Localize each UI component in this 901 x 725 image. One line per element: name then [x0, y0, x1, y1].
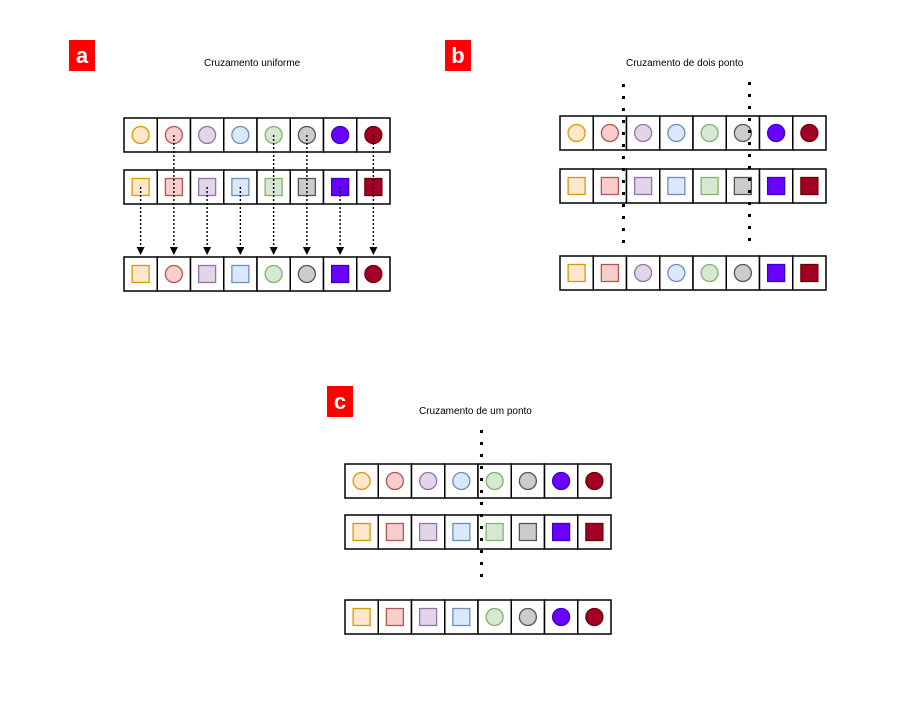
panel-c-parent1-cell-7	[543, 463, 579, 499]
panel-b-parent2-gene-6-square	[733, 176, 753, 196]
panel-c-parent2-gene-3-square	[418, 522, 438, 542]
panel-a-parent1-gene-4-circle	[231, 125, 250, 145]
panel-b-parent2-gene-2-square	[600, 176, 620, 196]
panel-b-badge: b	[445, 40, 471, 71]
panel-c-parent2-gene-1-square	[352, 522, 371, 542]
panel-a-parent1-cell-8	[356, 117, 391, 153]
panel-b-child-gene-8-square	[800, 263, 819, 283]
panel-c-child-gene-8-circle	[585, 607, 604, 627]
panel-c-parent1-gene-3-circle	[418, 471, 438, 491]
panel-c-parent2-gene-2-square	[385, 522, 405, 542]
panel-c-child-gene-2-square	[385, 607, 405, 627]
panel-c-parent2-gene-6-square	[518, 522, 538, 542]
panel-b-parent1-gene-4-circle	[667, 123, 686, 143]
panel-b-child-gene-4-circle	[667, 263, 686, 283]
panel-b-child-gene-5-circle	[700, 263, 719, 283]
panel-b-parent1-gene-2-circle	[600, 123, 620, 143]
panel-c-parent1-gene-8-circle	[585, 471, 604, 491]
panel-c-child-gene-5-circle	[485, 607, 504, 627]
panel-b-child-gene-1-square	[567, 263, 586, 283]
panel-c-parent1-gene-5-circle	[485, 471, 504, 491]
panel-c-parent2-gene-8-square	[585, 522, 604, 542]
panel-b-child-gene-3-circle	[633, 263, 653, 283]
panel-c-child-gene-6-circle	[518, 607, 538, 627]
panel-b-parent1-gene-8-circle	[800, 123, 819, 143]
panel-c-parent2-gene-5-square	[485, 522, 504, 542]
panel-c-parent1-gene-1-circle	[352, 471, 371, 491]
panel-a-parent1-gene-3-circle	[197, 125, 217, 145]
panel-b-title: Cruzamento de dois ponto	[626, 58, 744, 69]
panel-b-parent2-gene-3-square	[633, 176, 653, 196]
panel-b-parent1-gene-7-circle	[766, 123, 786, 143]
panel-c-parent2-gene-4-square	[452, 522, 471, 542]
panel-c-parent1-gene-6-circle	[518, 471, 538, 491]
panel-b-parent2-gene-1-square	[567, 176, 586, 196]
panel-a-child-gene-4-square	[231, 264, 250, 284]
panel-a-badge: a	[69, 40, 95, 71]
panel-c-parent1-gene-2-circle	[385, 471, 405, 491]
panel-c-child	[344, 599, 612, 635]
panel-a-child-cell-2	[156, 256, 192, 292]
panel-b-child-gene-2-square	[600, 263, 620, 283]
panel-c-parent2-cell-5	[477, 514, 512, 550]
panel-a-child-gene-1-square	[131, 264, 150, 284]
panel-c-child-gene-4-square	[452, 607, 471, 627]
panel-b-child-gene-7-square	[766, 263, 786, 283]
panel-a-child-gene-7-square	[330, 264, 350, 284]
panel-b-parent1-gene-6-circle	[733, 123, 753, 143]
panel-a-child	[123, 256, 391, 292]
panel-c-badge: c	[327, 386, 353, 417]
panel-a-child-gene-8-circle	[364, 264, 383, 284]
panel-a-child-gene-2-circle	[164, 264, 184, 284]
panel-c-child-gene-7-circle	[551, 607, 571, 627]
panel-b-parent2-gene-4-square	[667, 176, 686, 196]
panel-b-parent1-gene-1-circle	[567, 123, 586, 143]
panel-b-parent1	[559, 115, 827, 151]
panel-b-child-gene-6-circle	[733, 263, 753, 283]
panel-c-parent1-gene-7-circle	[551, 471, 571, 491]
panel-a-parent1-gene-1-circle	[131, 125, 150, 145]
panel-a-child-gene-5-circle	[264, 264, 283, 284]
panel-c-parent2-gene-7-square	[551, 522, 571, 542]
panel-b-parent2-gene-5-square	[700, 176, 719, 196]
panel-b-parent1-gene-5-circle	[700, 123, 719, 143]
panel-c-child-gene-1-square	[352, 607, 371, 627]
panel-c-parent2	[344, 514, 612, 550]
panel-b-parent2-gene-7-square	[766, 176, 786, 196]
panel-a-parent1	[123, 117, 391, 153]
panel-a-child-gene-6-circle	[297, 264, 317, 284]
panel-b-child	[559, 255, 827, 291]
panel-c-child-gene-3-square	[418, 607, 438, 627]
panel-a-title: Cruzamento uniforme	[204, 58, 301, 69]
panel-a-parent2	[123, 169, 391, 205]
panel-b-parent1-gene-3-circle	[633, 123, 653, 143]
panel-c-parent1	[344, 463, 612, 499]
panel-a-parent1-gene-7-circle	[330, 125, 350, 145]
panel-c-title: Cruzamento de um ponto	[419, 406, 532, 417]
panel-a-child-gene-3-square	[197, 264, 217, 284]
panel-b-parent2	[559, 168, 827, 204]
panel-b-parent2-gene-8-square	[800, 176, 819, 196]
panel-c-parent1-gene-4-circle	[452, 471, 471, 491]
